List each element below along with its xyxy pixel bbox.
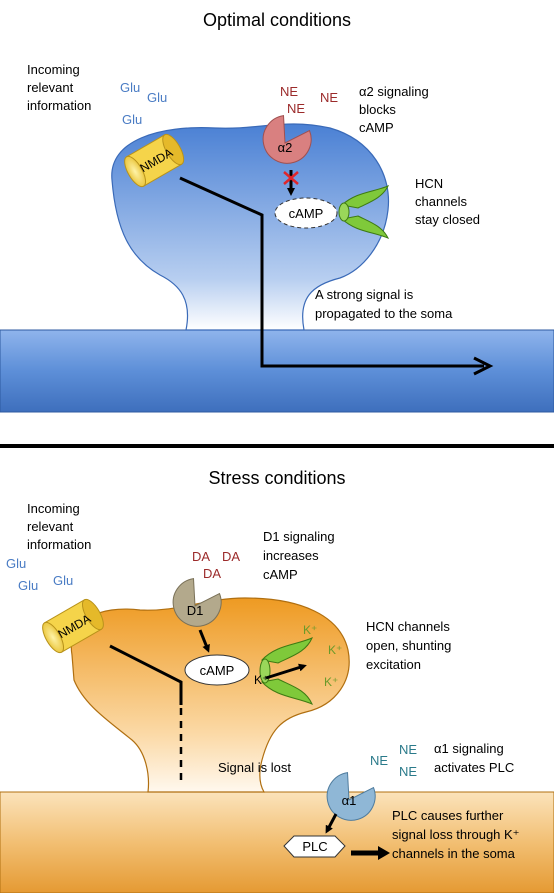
alpha2-receptor: α2 <box>262 115 312 164</box>
activation-arrow <box>198 629 210 653</box>
da-label: DA <box>192 549 210 564</box>
norepinephrine-molecules: NE NE NE <box>280 84 338 116</box>
k-ion-label: K⁺ <box>328 643 342 657</box>
potassium-ions: K⁺ K⁺ K⁺ K⁺ <box>254 623 342 689</box>
ne-label: NE <box>370 753 388 768</box>
plc-label: PLC <box>302 839 327 854</box>
d1-label: D1 <box>187 603 204 618</box>
glutamate-molecules: Glu Glu Glu <box>6 556 73 593</box>
ne-label: NE <box>320 90 338 105</box>
k-ion-label: K⁺ <box>324 675 338 689</box>
hcn-channel-closed <box>338 185 390 239</box>
camp-molecule <box>274 197 338 229</box>
d1-receptor: D1 <box>172 578 222 627</box>
nmda-receptor: NMDA <box>42 598 104 654</box>
alpha1-receptor: α1 <box>326 772 376 821</box>
panel-divider <box>0 444 554 448</box>
signal-lost-label: Signal is lost <box>218 760 291 775</box>
da-label: DA <box>222 549 240 564</box>
signal-arrowhead <box>473 356 494 376</box>
plc-enzyme <box>283 835 346 858</box>
alpha2-note: α2 signaling blocks cAMP <box>359 84 432 135</box>
signal-propagated-note: A strong signal is propagated to the som… <box>315 287 453 321</box>
ne-label: NE <box>280 84 298 99</box>
norepinephrine-molecules: NE NE NE <box>370 742 417 779</box>
signal-path <box>109 644 183 705</box>
plc-note: PLC causes further signal loss through K… <box>392 808 523 861</box>
glutamate-molecules: Glu Glu Glu <box>120 80 167 127</box>
hcn-note: HCN channels stay closed <box>415 176 480 227</box>
camp-molecule <box>184 654 250 686</box>
activation-arrow <box>325 813 338 834</box>
nmda-receptor: NMDA <box>124 133 185 188</box>
dopamine-molecules: DA DA DA <box>192 549 240 581</box>
glu-label: Glu <box>6 556 26 571</box>
d1-note: D1 signaling increases cAMP <box>263 529 338 582</box>
panel-stress: Stress conditions Incoming relevant info… <box>0 468 554 893</box>
ne-label: NE <box>399 764 417 779</box>
glu-label: Glu <box>18 578 38 593</box>
ne-label: NE <box>399 742 417 757</box>
glu-label: Glu <box>147 90 167 105</box>
panel-title: Optimal conditions <box>203 10 351 30</box>
dendrite-shaft <box>0 791 554 893</box>
signal-path-arrow <box>179 176 484 368</box>
panel-title: Stress conditions <box>208 468 345 488</box>
camp-label: cAMP <box>289 206 324 221</box>
glu-label: Glu <box>122 112 142 127</box>
alpha2-label: α2 <box>278 140 293 155</box>
block-x-icon <box>283 171 299 185</box>
k-ion-label: K⁺ <box>303 623 317 637</box>
da-label: DA <box>203 566 221 581</box>
dendritic-spine <box>70 597 350 793</box>
k-ion-label: K⁺ <box>254 673 268 687</box>
panel-optimal: Optimal conditions Incoming relevant inf… <box>0 10 554 413</box>
ne-label: NE <box>287 101 305 116</box>
camp-label: cAMP <box>200 663 235 678</box>
glu-label: Glu <box>120 80 140 95</box>
alpha1-note: α1 signaling activates PLC <box>434 741 514 775</box>
plc-arrowhead <box>378 846 390 860</box>
dendrite-shaft <box>0 329 554 413</box>
k-efflux-arrow <box>265 663 307 680</box>
alpha1-label: α1 <box>342 793 357 808</box>
incoming-information-label: Incoming relevant information <box>27 62 91 113</box>
glu-label: Glu <box>53 573 73 588</box>
incoming-information-label: Incoming relevant information <box>27 501 91 552</box>
hcn-note: HCN channels open, shunting excitation <box>366 619 455 672</box>
